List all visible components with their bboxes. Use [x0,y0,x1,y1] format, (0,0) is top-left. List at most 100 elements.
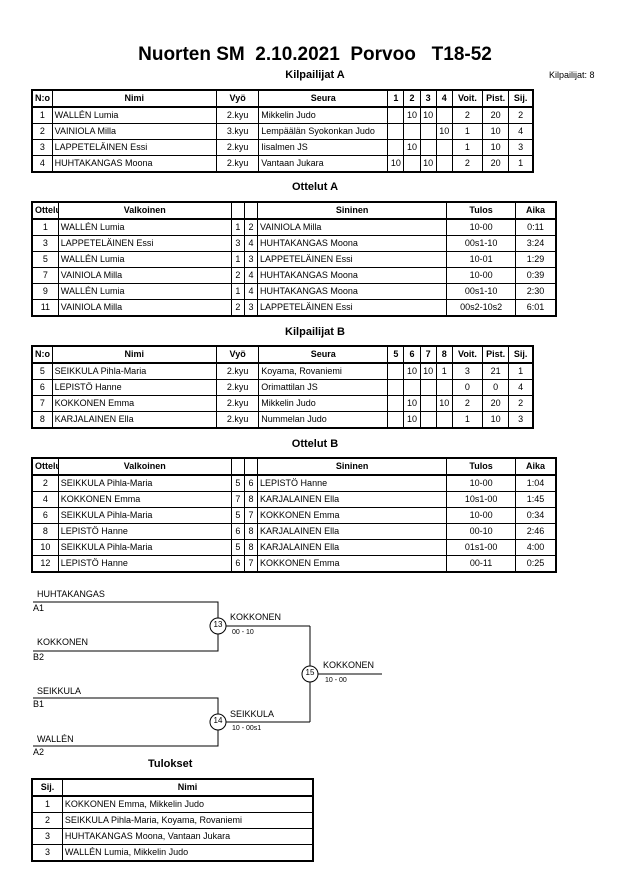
table-cell: Mikkelin Judo [258,395,389,412]
table-cell: 1 [31,795,63,813]
pool-a-title: Kilpailijat A [285,69,345,81]
table-cell: 2.kyu [215,139,260,156]
table-cell: 00-11 [446,555,516,573]
table-cell: SEIKKULA Pihla-Maria [57,539,232,556]
table-cell: 3 [508,139,534,156]
table-cell: Nummelan Judo [258,411,389,429]
column-header: Nimi [61,778,314,797]
table-cell: 2.kyu [215,395,260,412]
column-header: Tulos [446,201,516,220]
table-cell: 4 [508,123,534,140]
table-cell: 0:25 [514,555,557,573]
table-cell: 4:00 [514,539,557,556]
table-cell: 1 [508,155,534,173]
table-cell: 2.kyu [215,155,260,173]
table-cell: 2.kyu [215,411,260,429]
match-13-winner: KOKKONEN [230,612,282,622]
table-cell: WALLÉN Lumia [57,283,232,300]
table-cell: 7 [31,395,53,412]
table-cell: KOKKONEN Emma [257,555,448,573]
table-cell: LEPISTÖ Hanne [57,555,232,573]
column-header: N:o [31,89,53,108]
table-cell: 7 [243,507,259,524]
column-header: Sij. [31,778,63,797]
table-cell: 1:04 [514,474,557,492]
table-cell: 6:01 [514,299,557,317]
matches-a-table: OtteluValkoinenSininenTulosAika1WALLÉN L… [31,201,557,317]
column-header: 4 [435,89,453,108]
table-cell: 00s2-10s2 [446,299,516,317]
table-cell: 8 [31,411,53,429]
column-header: Sij. [508,345,534,364]
bracket-seed-2: B2 [33,652,45,662]
match-13-number: 13 [213,620,223,629]
table-cell: 10 [31,539,59,556]
column-header: Sininen [257,457,448,476]
table-cell: 1 [451,139,484,156]
table-cell: 2 [31,812,63,829]
column-header: Seura [258,89,389,108]
table-cell: 3 [31,139,53,156]
bracket-player-1: HUHTAKANGAS [37,589,105,599]
table-cell: KOKKONEN Emma, Mikkelin Judo [61,795,314,813]
table-cell: 11 [31,299,59,317]
table-cell: KARJALAINEN Ella [257,539,448,556]
table-cell: 12 [31,555,59,573]
table-cell: 9 [31,283,59,300]
match-15-circle [301,665,319,683]
table-cell: HUHTAKANGAS Moona [257,283,448,300]
column-header: N:o [31,345,53,364]
match-13-score: 00 - 10 [232,629,254,636]
matches-b-table: OtteluValkoinenSininenTulosAika2SEIKKULA… [31,457,557,573]
match-14-number: 14 [213,716,223,725]
column-header: Aika [514,457,557,476]
table-cell: KOKKONEN Emma [51,395,217,412]
table-cell: 5 [31,251,59,268]
table-cell: 2:30 [514,283,557,300]
column-header: Seura [258,345,389,364]
bracket-player-4: WALLÉN [37,734,74,744]
table-cell: 2 [508,395,534,412]
bracket-player-2: KOKKONEN [37,637,89,647]
bracket-seed-1: A1 [33,603,45,613]
match-15-score: 10 - 00 [325,677,347,684]
column-header [243,457,259,476]
header-row: OtteluValkoinenSininenTulosAika [31,201,557,220]
table-cell: 10 [482,139,510,156]
results-title: Tulokset [148,758,193,770]
table-cell: 01s1-00 [446,539,516,556]
matches-b-title: Ottelut B [291,438,339,450]
match-15-winner: KOKKONEN [323,660,375,670]
match-13-circle [209,617,227,635]
bracket-seed-3: B1 [33,699,45,709]
competitor-count: Kilpailijat: 8 [549,70,595,80]
table-cell: Iisalmen JS [258,139,389,156]
table-cell: 10 [403,395,421,412]
page-title: Nuorten SM 2.10.2021 Porvoo T18-52 [138,44,492,65]
table-cell: 4 [31,155,53,173]
table-cell: 3 [31,844,63,862]
